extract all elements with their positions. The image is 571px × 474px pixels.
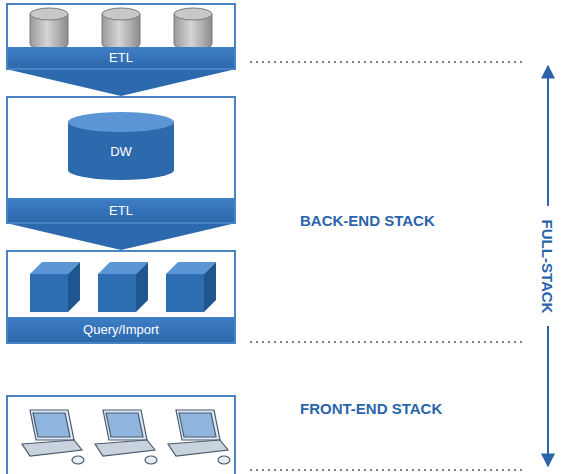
stack-box: ETL DW [6,96,236,224]
stack-label: FRONT-END STACK [300,400,442,417]
process-band: ETL [8,47,234,68]
band-label: ETL [109,50,133,65]
front-end-box [7,396,235,474]
source-databases [30,8,212,50]
stack-box: Query/Import [6,250,236,344]
flow-chevron [6,223,236,250]
stack-label: BACK-END STACK [300,212,435,229]
data-cubes [30,262,216,312]
vertical-label: FULL-STACK [540,219,557,313]
stack-box: ETL [6,3,236,70]
process-band: Query/Import [8,317,234,342]
band-label: ETL [109,203,133,218]
warehouse-cylinder: DW [66,110,176,182]
dotted-guides [250,62,525,470]
cylinder-label: DW [66,144,176,159]
label-patch [538,206,558,326]
process-band: ETL [8,198,234,222]
band-label: Query/Import [83,322,159,337]
laptops [22,410,230,464]
flow-chevron [6,69,236,96]
